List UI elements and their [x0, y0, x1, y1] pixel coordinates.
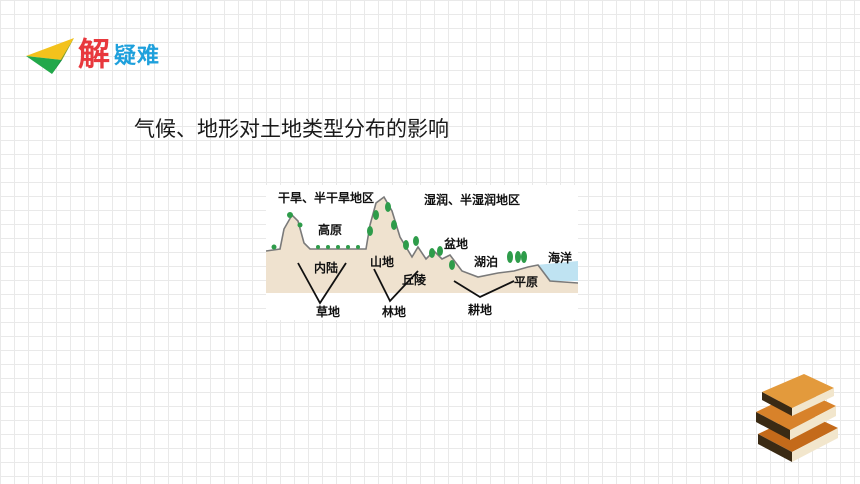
label-region-wet: 湿润、半湿润地区	[424, 193, 521, 207]
label-hills: 丘陵	[402, 273, 427, 287]
arrow-icon	[26, 38, 74, 74]
label-plain: 平原	[514, 275, 539, 289]
label-plateau: 高原	[318, 223, 343, 237]
label-lake: 湖泊	[474, 255, 499, 269]
label-basin: 盆地	[444, 237, 469, 251]
grassland-pointer	[297, 262, 347, 305]
land-type-diagram: 干旱、半干旱地区 湿润、半湿润地区 高原 内陆 山地 丘陵 盆地 湖泊 海洋 平…	[266, 185, 578, 320]
label-farmland: 耕地	[468, 303, 493, 317]
label-region-dry: 干旱、半干旱地区	[278, 191, 375, 205]
label-mountain: 山地	[370, 255, 395, 269]
tree-marks	[367, 202, 527, 270]
logo-main-char: 解	[78, 35, 111, 73]
label-sea: 海洋	[548, 251, 573, 265]
label-grassland: 草地	[316, 305, 341, 319]
farmland-pointer	[453, 280, 515, 299]
books-illustration	[756, 374, 838, 462]
forest-pointer	[373, 268, 419, 303]
terrain-fill	[266, 197, 578, 293]
terrain-outline	[266, 195, 578, 284]
logo-sub-chars: 疑难	[114, 44, 161, 69]
books-icon	[748, 372, 844, 468]
label-forest: 林地	[382, 305, 407, 319]
terrain-illustration	[266, 195, 578, 305]
page-heading: 气候、地形对土地类型分布的影响	[134, 117, 449, 141]
section-logo: 解 疑难	[22, 34, 182, 80]
grass-marks	[271, 212, 360, 250]
label-inland: 内陆	[314, 261, 339, 275]
